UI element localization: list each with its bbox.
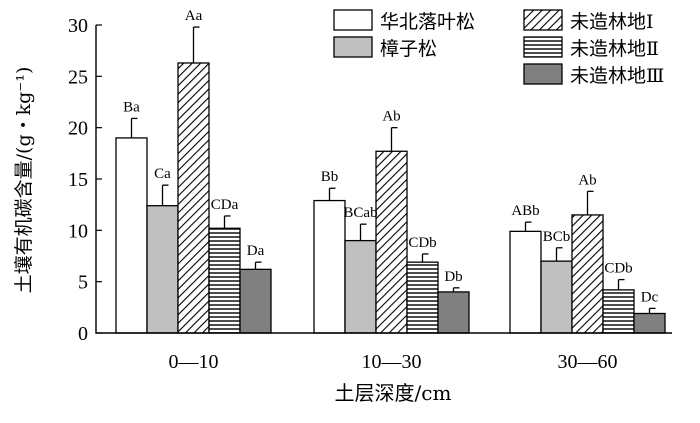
significance-label: BCb: [543, 229, 571, 245]
x-axis-label: 土层深度/cm: [335, 381, 452, 405]
significance-label: Ca: [154, 166, 171, 182]
legend-swatch: [523, 9, 563, 31]
y-axis-label: 土壤有机碳含量/(g・kg⁻¹): [13, 67, 35, 294]
bar: [437, 291, 470, 334]
bar: [115, 137, 148, 334]
y-tick-label: 10: [68, 220, 88, 242]
y-tick-label: 20: [68, 118, 88, 140]
significance-label: CDb: [408, 235, 436, 251]
significance-label: Aa: [185, 8, 203, 24]
y-axis-ticks: 0 5 10 15 20 25 30: [68, 15, 102, 345]
significance-label: Dc: [641, 289, 659, 305]
significance-label: Ab: [382, 109, 400, 125]
legend-swatch: [523, 36, 563, 58]
bar: [208, 227, 241, 334]
bar: [406, 261, 439, 334]
error-bars-group: [130, 26, 656, 314]
legend-label: 樟子松: [380, 38, 437, 60]
significance-label: CDb: [604, 261, 632, 277]
y-tick-label: 25: [68, 66, 88, 88]
x-tick-label: 0—10: [169, 351, 219, 373]
significance-label: Bb: [321, 169, 339, 185]
significance-label: ABb: [511, 203, 539, 219]
bar: [177, 62, 210, 334]
legend-swatch: [333, 9, 373, 31]
legend-label: 未造林地Ⅲ: [570, 65, 664, 87]
x-tick-label: 10—30: [362, 351, 422, 373]
bar: [602, 289, 635, 334]
y-tick-label: 5: [78, 272, 88, 294]
bar: [344, 239, 377, 334]
bars-group: [115, 62, 666, 334]
legend-label: 未造林地Ⅰ: [570, 11, 654, 33]
significance-label: Da: [247, 243, 265, 259]
y-tick-label: 0: [78, 323, 88, 345]
significance-label: Db: [444, 269, 462, 285]
y-tick-label: 15: [68, 169, 88, 191]
y-tick-label: 30: [68, 15, 88, 37]
bar: [571, 214, 604, 334]
bar: [313, 199, 346, 334]
significance-label: Ab: [578, 172, 596, 188]
x-tick-label: 30—60: [558, 351, 618, 373]
bar: [146, 205, 179, 334]
significance-label: Ba: [123, 99, 140, 115]
bar: [633, 312, 666, 334]
bar: [375, 150, 408, 334]
legend-label: 华北落叶松: [380, 11, 475, 33]
legend-swatch: [523, 63, 563, 85]
legend-label: 未造林地Ⅱ: [570, 38, 659, 60]
significance-label: CDa: [211, 197, 239, 213]
significance-label: BCab: [343, 205, 377, 221]
bar: [540, 260, 573, 334]
axes-frame: [95, 25, 672, 334]
x-axis-tick-labels: 0—10 10—30 30—60: [169, 351, 618, 373]
legend-swatch: [333, 36, 373, 58]
bar: [509, 230, 542, 334]
bar: [239, 268, 272, 334]
